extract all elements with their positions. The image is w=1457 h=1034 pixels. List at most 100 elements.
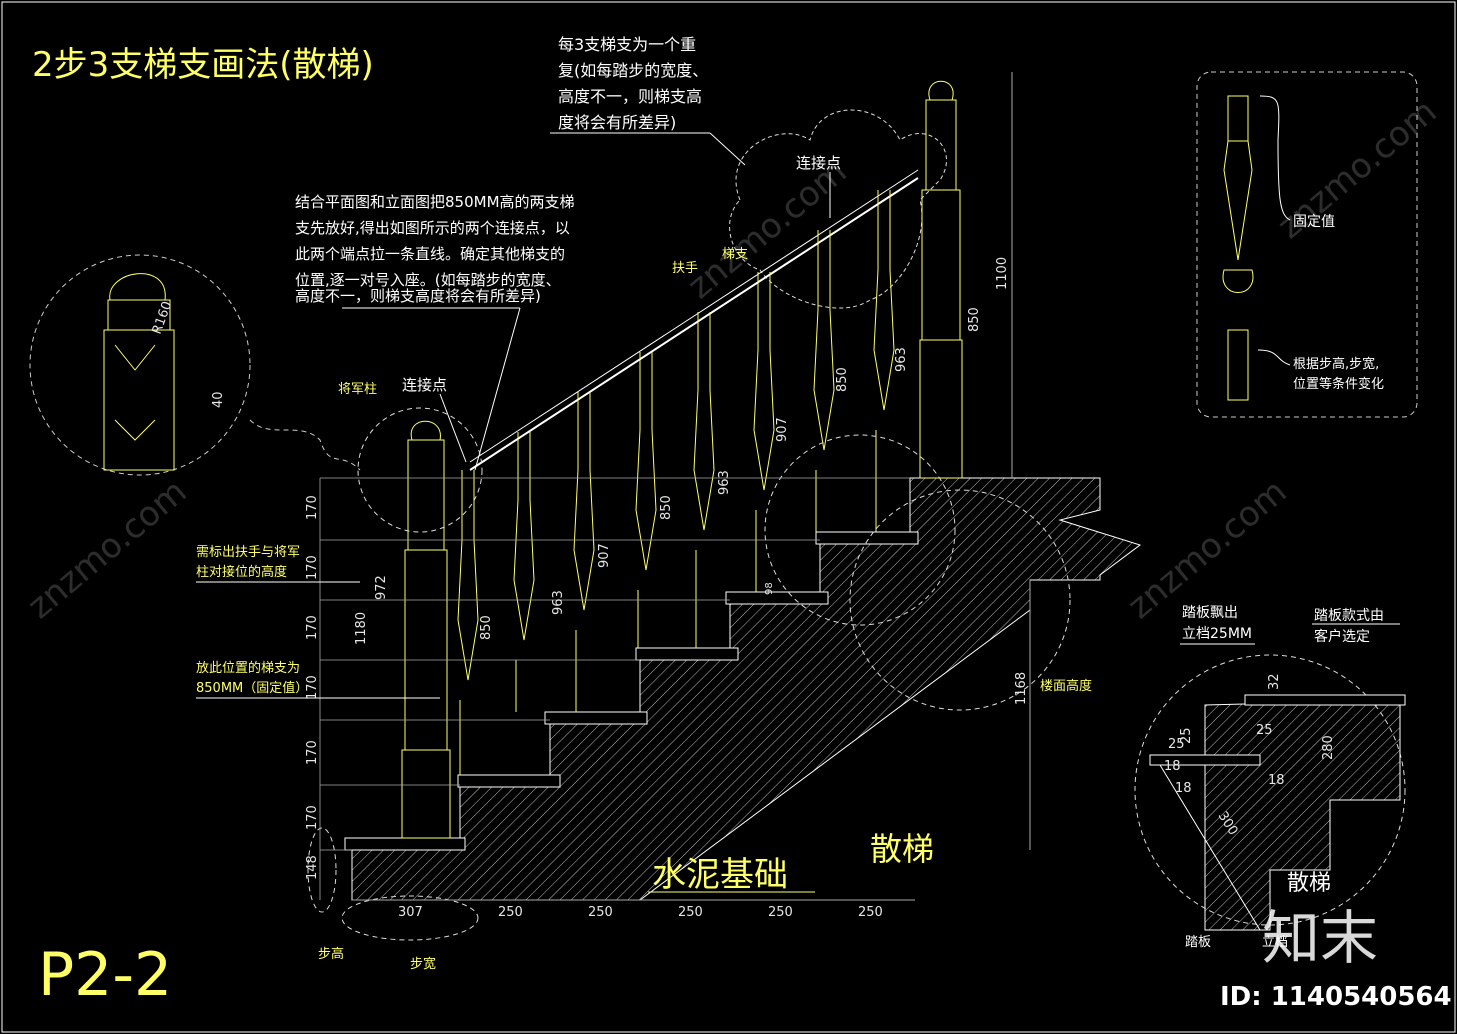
loose-stair-detail-label: 散梯 bbox=[1287, 871, 1331, 896]
newel-radius-dim: R160 bbox=[150, 299, 176, 336]
dim-h-850-d: 850 bbox=[967, 307, 982, 332]
treads bbox=[344, 531, 919, 851]
dim-h-907-b: 907 bbox=[775, 417, 790, 442]
top-note-line-3: 高度不一，则梯支高 bbox=[558, 87, 702, 106]
right-note-1: 踏板飘出 立档25MM bbox=[1182, 605, 1252, 642]
connect-point-top-label: 连接点 bbox=[796, 154, 841, 172]
step-height-label: 步高 bbox=[318, 946, 344, 962]
baluster-label: 梯支 bbox=[722, 247, 748, 262]
dim-d-25b: 25 bbox=[1256, 723, 1273, 738]
left-note-2-line-1: 放此位置的梯支为 bbox=[196, 660, 300, 676]
left-note-1: 需标出扶手与将军 柱对接位的高度 bbox=[196, 545, 300, 580]
tread-label: 踏板 bbox=[1185, 935, 1211, 950]
newel-label: 将军柱 bbox=[338, 382, 377, 397]
newel-post-left bbox=[401, 420, 451, 839]
dim-h-850-a: 850 bbox=[479, 615, 494, 640]
vary-label-1: 根据步高,步宽, bbox=[1293, 356, 1379, 372]
dim-d-18b: 18 bbox=[1175, 781, 1192, 796]
floor-height-label: 楼面高度 bbox=[1040, 678, 1092, 694]
newel-post-right bbox=[919, 80, 963, 479]
fixed-value-label: 固定值 bbox=[1293, 214, 1335, 230]
left-note-2: 放此位置的梯支为 850MM（固定值） bbox=[196, 660, 308, 696]
baluster-detail-drawing bbox=[1222, 95, 1254, 401]
watermark-id: ID: 1140540564 bbox=[1220, 982, 1452, 1012]
dim-h-1180: 1180 bbox=[354, 612, 369, 645]
brand-watermark: 知末 bbox=[1262, 904, 1378, 972]
left-note-1-line-2: 柱对接位的高度 bbox=[196, 564, 287, 580]
page-label: P2-2 bbox=[38, 940, 172, 1010]
dim-d-280: 280 bbox=[1321, 735, 1336, 760]
step-width-label: 步宽 bbox=[410, 956, 436, 972]
right-note-2: 踏板款式由 客户选定 bbox=[1314, 608, 1384, 645]
right-note-2-line-1: 踏板款式由 bbox=[1314, 608, 1384, 624]
height-dims: 972 1180 850 963 907 850 963 907 850 963… bbox=[354, 257, 1029, 705]
top-note-line-1: 每3支梯支为一个重 bbox=[558, 35, 696, 54]
page-title: 2步3支梯支画法(散梯) bbox=[32, 45, 374, 85]
dim-b-5: 250 bbox=[768, 905, 793, 920]
dim-h-850-c: 850 bbox=[835, 367, 850, 392]
mid-note-leader bbox=[474, 307, 521, 471]
right-note-1-line-1: 踏板飘出 bbox=[1182, 605, 1238, 621]
dim-b-3: 250 bbox=[588, 905, 613, 920]
dim-d-32: 32 bbox=[1267, 673, 1282, 690]
dim-h-963-b: 963 bbox=[717, 470, 732, 495]
dim-v-2: 170 bbox=[305, 555, 320, 580]
dim-h-972: 972 bbox=[374, 575, 389, 600]
right-note-1-line-2: 立档25MM bbox=[1182, 626, 1252, 642]
left-vertical-dims: 170 170 170 170 170 170 148 bbox=[305, 495, 320, 880]
dim-d-18c: 18 bbox=[1164, 759, 1181, 774]
left-note-2-line-2: 850MM（固定值） bbox=[196, 680, 308, 696]
newel-detail-connector bbox=[249, 419, 361, 471]
dim-h-963-c: 963 bbox=[894, 347, 909, 372]
vary-label-2: 位置等条件变化 bbox=[1293, 376, 1384, 392]
dim-b-6: 250 bbox=[858, 905, 883, 920]
handrail-line-top bbox=[469, 169, 919, 463]
dim-b-4: 250 bbox=[678, 905, 703, 920]
newel-detail-circle bbox=[29, 254, 251, 476]
right-note-2-line-2: 客户选定 bbox=[1314, 628, 1370, 645]
top-note-line-4: 度将会有所差异) bbox=[558, 113, 676, 132]
bottom-dims: 307 250 250 250 250 250 bbox=[398, 905, 883, 920]
dim-v-3: 170 bbox=[305, 615, 320, 640]
loose-stair-label: 散梯 bbox=[870, 830, 934, 868]
dim-v-1: 170 bbox=[305, 495, 320, 520]
balusters bbox=[457, 190, 895, 775]
dim-h-850-b: 850 bbox=[659, 495, 674, 520]
mid-note: 结合平面图和立面图把850MM高的两支梯 支先放好,得出如图所示的两个连接点，以… bbox=[295, 193, 575, 305]
watermark-site-3: znzmo.com bbox=[1120, 472, 1294, 627]
dim-h-1168: 1168 bbox=[1014, 672, 1029, 705]
left-note-1-line-1: 需标出扶手与将军 bbox=[196, 545, 300, 560]
mid-note-line-2: 支先放好,得出如图所示的两个连接点，以 bbox=[295, 219, 570, 237]
fixed-brace bbox=[1259, 95, 1291, 221]
mid-note-line-1: 结合平面图和立面图把850MM高的两支梯 bbox=[295, 193, 575, 211]
riser-label: 立档 bbox=[1262, 935, 1288, 950]
dim-d-25c: 25 bbox=[1179, 727, 1194, 744]
dim-v-4: 170 bbox=[305, 675, 320, 700]
dim-h-963-a: 963 bbox=[551, 590, 566, 615]
step-guides bbox=[319, 477, 910, 900]
top-note-line-2: 复(如每踏步的宽度、 bbox=[558, 61, 708, 80]
watermark-site-1: znzmo.com bbox=[20, 472, 194, 627]
connect-point-left-label: 连接点 bbox=[402, 376, 447, 394]
mid-note-line-3: 此两个端点拉一条直线。确定其他梯支的 bbox=[295, 245, 565, 263]
dim-v-6: 170 bbox=[305, 805, 320, 830]
cement-label: 水泥基础 bbox=[652, 855, 788, 895]
mid-note-line-4: 位置,逐一对号入座。(如每踏步的宽度、 bbox=[295, 271, 561, 289]
newel-detail-drawing bbox=[103, 273, 175, 471]
dim-v-7: 148 bbox=[305, 855, 320, 880]
baluster-detail-box bbox=[1196, 71, 1418, 418]
vary-brace bbox=[1257, 349, 1291, 366]
tread-detail bbox=[1149, 694, 1406, 931]
dim-h-98: 98 bbox=[764, 582, 775, 595]
handrail-line bbox=[469, 177, 919, 471]
top-note: 每3支梯支为一个重 复(如每踏步的宽度、 高度不一，则梯支高 度将会有所差异) bbox=[558, 35, 708, 132]
dim-h-907-a: 907 bbox=[597, 543, 612, 568]
watermark-site-2: znzmo.com bbox=[680, 152, 854, 307]
dim-d-25a: 25 bbox=[1168, 737, 1185, 752]
mid-note-line-5: 高度不一，则梯支高度将会有所差异) bbox=[295, 287, 541, 305]
cloud-outline bbox=[729, 109, 947, 309]
dim-d-18a: 18 bbox=[1268, 773, 1285, 788]
handrail-label: 扶手 bbox=[672, 261, 698, 276]
